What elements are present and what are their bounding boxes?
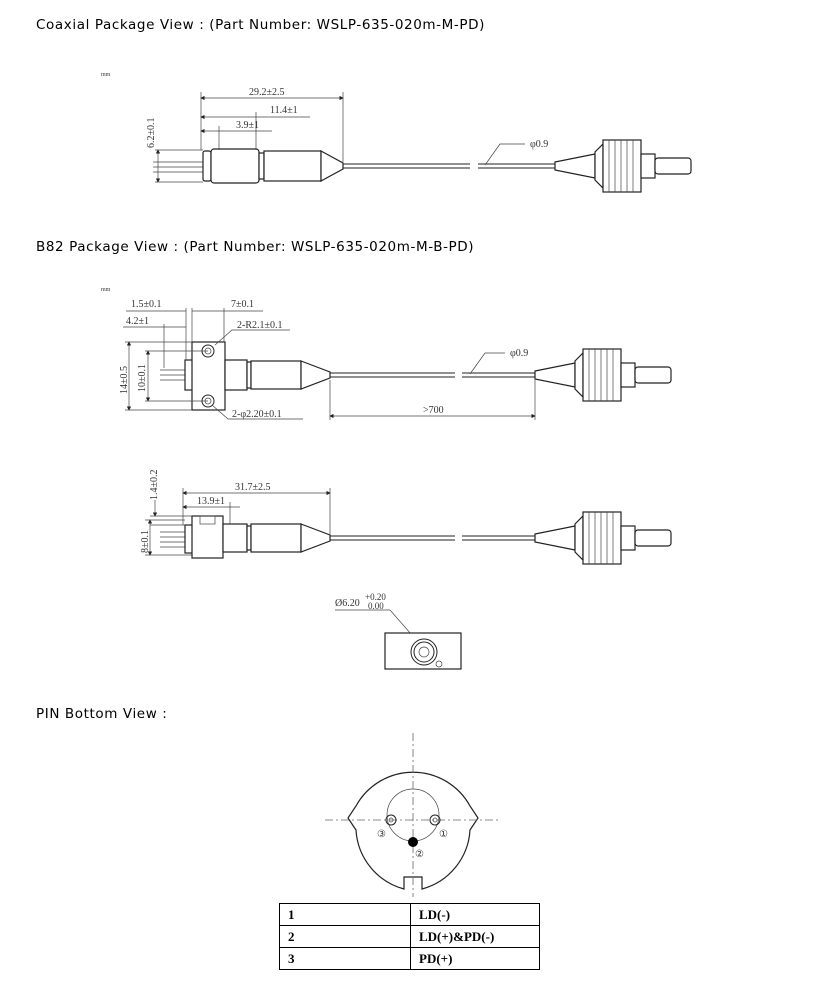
- pin-bottom-view: ③ ① ②: [325, 733, 500, 897]
- dim-body: 11.4±1: [270, 105, 298, 116]
- bore-detail: Ø6.20 +0.20 0.00: [335, 592, 462, 670]
- b82-heading: B82 Package View : (Part Number: WSLP-63…: [36, 239, 475, 255]
- svg-text:10±0.1: 10±0.1: [137, 364, 148, 392]
- coaxial-heading: Coaxial Package View : (Part Number: WSL…: [36, 17, 485, 33]
- svg-text:8±0.1: 8±0.1: [140, 530, 151, 553]
- svg-text:2-φ2.20±0.1: 2-φ2.20±0.1: [232, 409, 282, 420]
- dim-cap: 3.9±1: [236, 120, 259, 131]
- svg-text:31.7±2.5: 31.7±2.5: [235, 482, 271, 493]
- pin-2-label: ②: [415, 849, 424, 860]
- svg-text:13.9±1: 13.9±1: [197, 496, 225, 507]
- svg-text:4.2±1: 4.2±1: [126, 316, 149, 327]
- svg-text:mm: mm: [101, 287, 111, 293]
- svg-text:14±0.5: 14±0.5: [119, 366, 130, 394]
- svg-text:7±0.1: 7±0.1: [231, 299, 254, 310]
- coaxial-drawing: mm 29.2±2.5 11.4±1 3.9±1 6.2±0.1 φ0.9: [101, 72, 692, 193]
- pin-heading: PIN Bottom View :: [36, 706, 168, 722]
- b82-side-drawing: 31.7±2.5 13.9±1 1.4±0.2 8±0.1: [140, 470, 672, 565]
- svg-text:+0.20: +0.20: [365, 592, 386, 602]
- svg-text:0.00: 0.00: [368, 601, 384, 611]
- dim-height: 6.2±0.1: [146, 118, 157, 149]
- b82-drawing: mm 1.5±0.1 7±0.1 4.2±1 2-R2.1±0.1 14±0.5: [101, 287, 672, 420]
- drawings: mm 29.2±2.5 11.4±1 3.9±1 6.2±0.1 φ0.9: [101, 72, 692, 897]
- pin-1-label: ①: [439, 829, 448, 840]
- unit-label: mm: [101, 72, 111, 78]
- svg-text:2-R2.1±0.1: 2-R2.1±0.1: [237, 320, 283, 331]
- svg-text:Ø6.20: Ø6.20: [335, 598, 360, 609]
- svg-text:1.5±0.1: 1.5±0.1: [131, 299, 162, 310]
- svg-text:>700: >700: [423, 405, 444, 416]
- svg-text:1.4±0.2: 1.4±0.2: [149, 470, 160, 501]
- pin-3-label: ③: [377, 829, 386, 840]
- svg-text:φ0.9: φ0.9: [510, 348, 528, 359]
- dim-total: 29.2±2.5: [249, 87, 285, 98]
- fiber-dia: φ0.9: [530, 139, 548, 150]
